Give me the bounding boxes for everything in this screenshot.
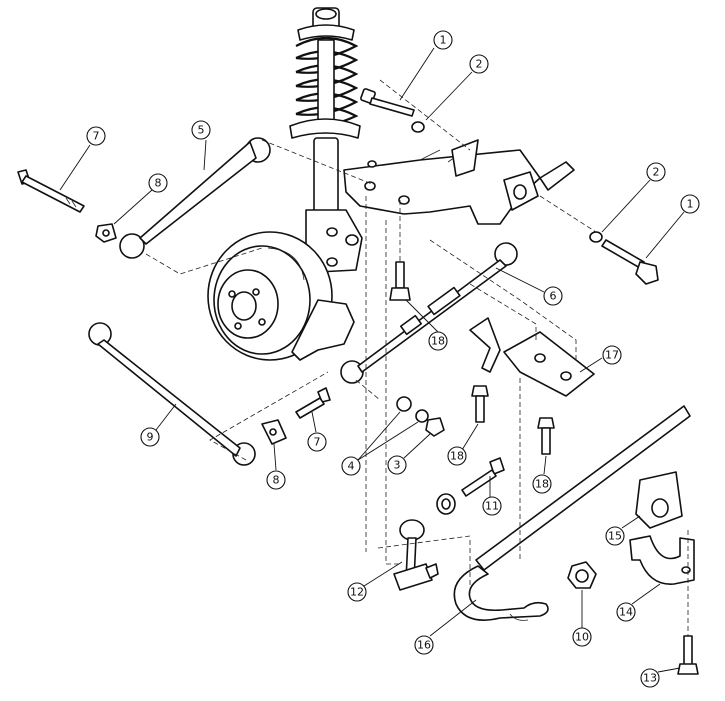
callout-5: 5 (191, 120, 211, 171)
callout-6: 6 (495, 267, 563, 306)
svg-text:8: 8 (273, 474, 280, 487)
nut-3 (425, 417, 445, 437)
nut-8-upper (95, 223, 117, 243)
plate-8-lower (261, 419, 287, 445)
bolt-7-upper (17, 169, 85, 213)
svg-text:8: 8 (155, 177, 162, 190)
bolt-18-mid (471, 385, 489, 423)
callout-14: 14 (616, 583, 661, 622)
callout-7b: 7 (307, 411, 327, 452)
callout-7a: 7 (59, 126, 106, 191)
assembly-leader-lines (145, 79, 689, 636)
svg-text:7: 7 (314, 436, 321, 449)
svg-text:6: 6 (550, 290, 557, 303)
bracket-17 (469, 317, 595, 397)
clamp-14 (629, 535, 695, 585)
bolt-18-right (537, 417, 555, 455)
lateral-link-5 (119, 137, 271, 259)
bolt-13 (677, 635, 699, 675)
strut-assembly (289, 7, 363, 273)
callout-18b: 18 (447, 423, 479, 466)
svg-text:18: 18 (431, 335, 445, 348)
bushing-washer (436, 493, 456, 515)
callout-18c: 18 (532, 455, 552, 494)
callout-2b: 2 (601, 162, 666, 233)
callout-11: 11 (482, 476, 502, 516)
bushing-10 (567, 561, 597, 589)
callout-8b: 8 (266, 443, 286, 490)
lateral-link-9 (88, 322, 256, 466)
svg-text:16: 16 (417, 639, 431, 652)
callout-15: 15 (605, 515, 641, 546)
svg-text:1: 1 (440, 34, 447, 47)
svg-text:14: 14 (619, 606, 633, 619)
svg-text:18: 18 (535, 478, 549, 491)
svg-text:15: 15 (608, 530, 622, 543)
svg-text:13: 13 (643, 672, 657, 685)
svg-text:17: 17 (605, 349, 619, 362)
svg-text:2: 2 (653, 166, 660, 179)
callout-17: 17 (579, 345, 622, 373)
callout-4: 4 (341, 411, 419, 476)
bushing-15 (635, 471, 683, 529)
svg-text:5: 5 (198, 124, 205, 137)
callout-12: 12 (347, 561, 403, 602)
bolt-1-right (601, 239, 659, 285)
svg-text:2: 2 (476, 58, 483, 71)
callout-13: 13 (640, 667, 681, 688)
svg-text:11: 11 (485, 500, 499, 513)
svg-text:10: 10 (575, 631, 589, 644)
callout-18a: 18 (405, 299, 448, 351)
callout-1b: 1 (645, 194, 700, 259)
svg-text:4: 4 (348, 460, 355, 473)
callout-9: 9 (140, 403, 177, 447)
svg-text:3: 3 (394, 459, 401, 472)
bolt-18-upper (389, 261, 411, 301)
callout-1a: 1 (399, 30, 453, 101)
bolt-11 (461, 457, 505, 497)
brake-drum-hub (207, 231, 355, 361)
bolt-1-upper (360, 88, 415, 117)
callout-3: 3 (387, 433, 431, 475)
washers-4 (396, 396, 429, 423)
trailing-arm-bracket (343, 139, 575, 225)
adjustable-link-6 (340, 242, 518, 384)
svg-text:12: 12 (350, 586, 364, 599)
callout-10: 10 (572, 590, 592, 647)
callout-16: 16 (414, 599, 477, 655)
callout-8a: 8 (113, 173, 168, 225)
bolt-7-lower (295, 387, 331, 419)
svg-text:7: 7 (93, 130, 100, 143)
washer-2-right (589, 231, 603, 243)
stabilizer-link-12 (393, 519, 439, 591)
svg-text:9: 9 (147, 431, 154, 444)
svg-text:18: 18 (450, 450, 464, 463)
callout-2a: 2 (425, 54, 489, 121)
washer-2-upper (411, 121, 425, 133)
svg-text:1: 1 (687, 198, 694, 211)
